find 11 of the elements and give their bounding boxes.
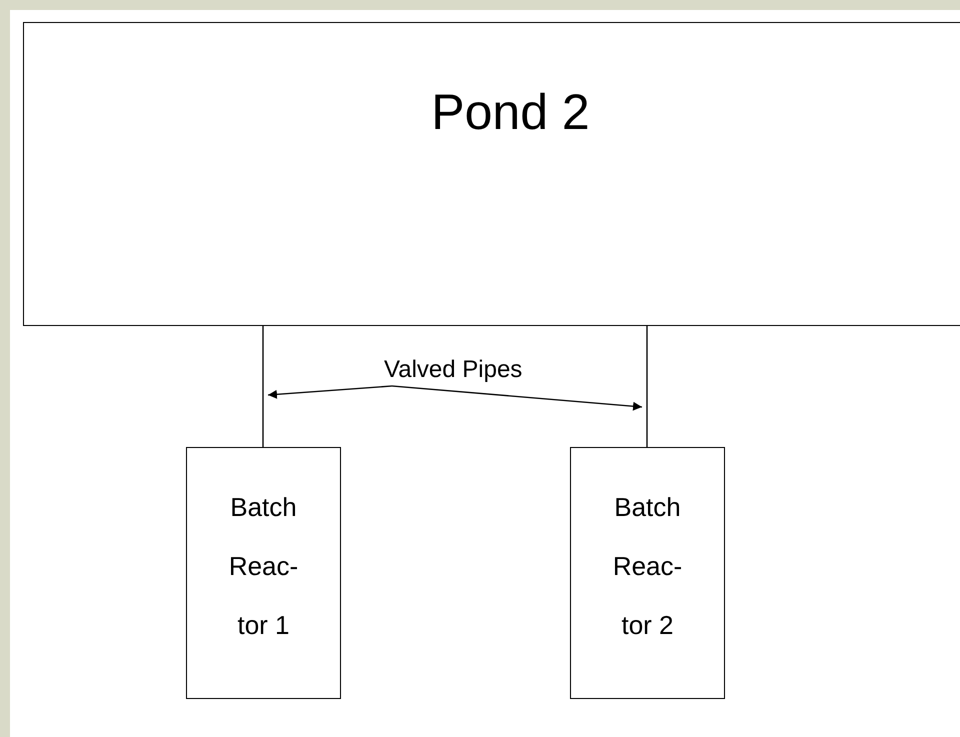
pipe-line: [262, 326, 264, 447]
leader-arrow: [268, 385, 392, 399]
leader-arrow: [392, 385, 642, 411]
pipes-label: Valved Pipes: [384, 354, 564, 386]
reactor-box: [186, 447, 341, 699]
reactor-box: [570, 447, 725, 699]
reactor-label: Batch Reac- tor 1: [228, 491, 300, 642]
pond-box: [23, 22, 960, 326]
pipe-line: [646, 326, 648, 447]
reactor-label: Batch Reac- tor 2: [612, 491, 684, 642]
pond-label: Pond 2: [431, 83, 590, 142]
